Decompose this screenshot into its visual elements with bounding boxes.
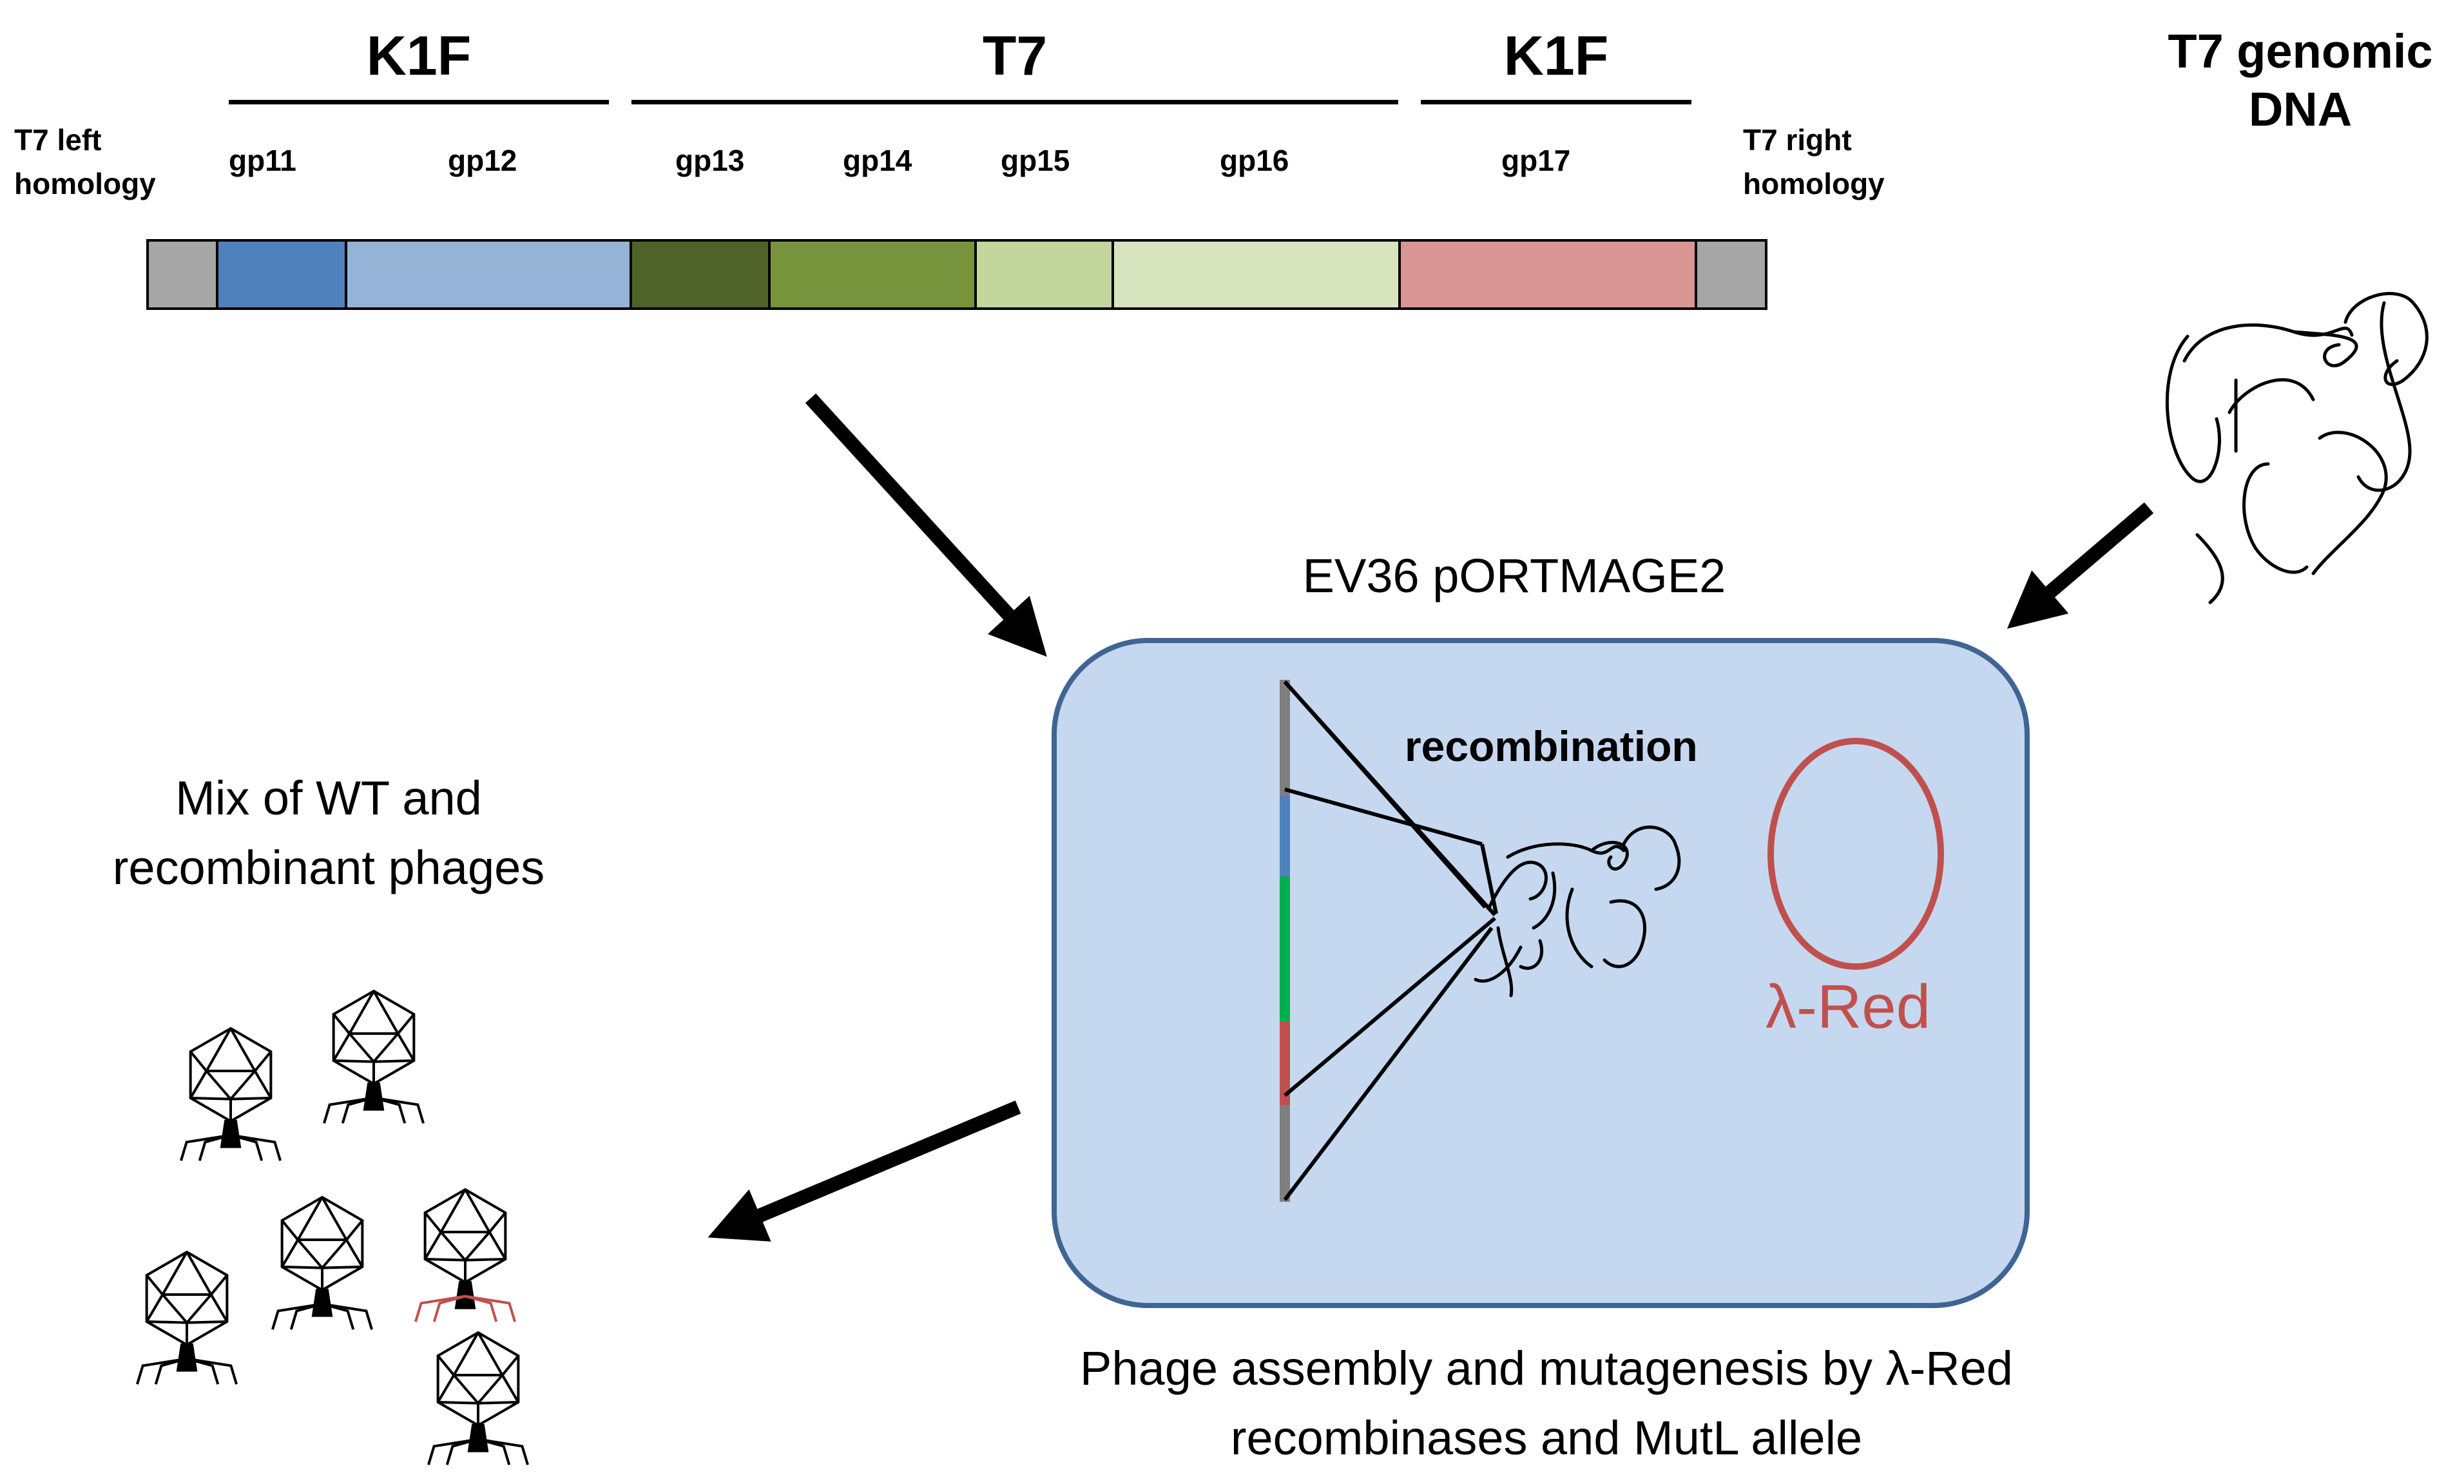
segment-left-homology [149, 242, 218, 307]
output-caption: Mix of WT and recombinant phages [52, 764, 606, 903]
gene-label-gp14: gp14 [843, 144, 912, 177]
group-bracket-t7 [631, 100, 1398, 104]
group-bracket-k1f-right [1421, 100, 1691, 104]
segment-gp13 [632, 242, 771, 307]
phage-recombinant [414, 1188, 516, 1322]
output-caption-line1: Mix of WT and [175, 771, 482, 825]
phage-wt-1 [180, 1026, 282, 1161]
segment-gp17 [1401, 242, 1697, 307]
gene-label-gp16: gp16 [1220, 144, 1289, 177]
genomic-dna-label: T7 genomic DNA [2113, 23, 2464, 139]
chromosome-blue [1280, 796, 1290, 876]
group-label-t7: T7 [982, 25, 1048, 87]
segment-gp15 [977, 242, 1114, 307]
phage-wt-3 [271, 1195, 373, 1330]
genomic-dna-line2: DNA [2248, 82, 2353, 136]
segment-right-homology [1697, 242, 1765, 307]
chromosome-red [1280, 1021, 1290, 1105]
gene-label-gp17: gp17 [1501, 144, 1571, 177]
host-cell [1052, 638, 2030, 1308]
gene-label-gp15: gp15 [1001, 144, 1070, 177]
segment-gp11 [218, 242, 347, 307]
genomic-dna-line1: T7 genomic [2168, 24, 2433, 78]
recombination-label: recombination [1405, 722, 1698, 770]
gene-label-gp13: gp13 [675, 144, 745, 177]
segment-gp14 [771, 242, 977, 307]
cell-dna-squiggle [1474, 825, 1681, 997]
gene-label-gp12: gp12 [448, 144, 517, 177]
group-label-k1f-left: K1F [366, 25, 472, 87]
host-strain-label: EV36 pORTMAGE2 [1302, 549, 1726, 602]
host-chromosome [1280, 680, 1290, 1202]
phage-group [136, 989, 529, 1465]
phage-wt-5 [427, 1331, 529, 1465]
assembly-caption-line2: recombinases and MutL allele [1230, 1411, 1863, 1465]
recombination-lines [1283, 680, 1498, 1201]
construct-gene-bar [146, 239, 1767, 310]
segment-gp12 [347, 242, 632, 307]
arrow-cell-to-phages [707, 1100, 1021, 1242]
arrow-genomic-dna-to-cell [2007, 502, 2154, 629]
lambda-red-plasmid [1767, 738, 1944, 970]
output-caption-line2: recombinant phages [112, 841, 545, 894]
phage-wt-2 [323, 989, 425, 1124]
genomic-dna-squiggle [2165, 292, 2429, 604]
gene-label-gp11: gp11 [229, 144, 296, 177]
group-label-k1f-right: K1F [1503, 25, 1609, 87]
chromosome-green [1280, 876, 1290, 1021]
assembly-caption-line1: Phage assembly and mutagenesis by λ-Red [1080, 1342, 2013, 1395]
lambda-red-label: λ-Red [1766, 972, 1931, 1041]
phage-wt-4 [136, 1250, 238, 1385]
segment-gp16 [1114, 242, 1401, 307]
assembly-caption: Phage assembly and mutagenesis by λ-Red … [967, 1334, 2126, 1473]
arrow-construct-to-cell [805, 393, 1047, 657]
chromosome-gray-bottom [1280, 1105, 1290, 1202]
chromosome-gray-top [1280, 680, 1290, 796]
group-bracket-k1f-left [229, 100, 609, 104]
